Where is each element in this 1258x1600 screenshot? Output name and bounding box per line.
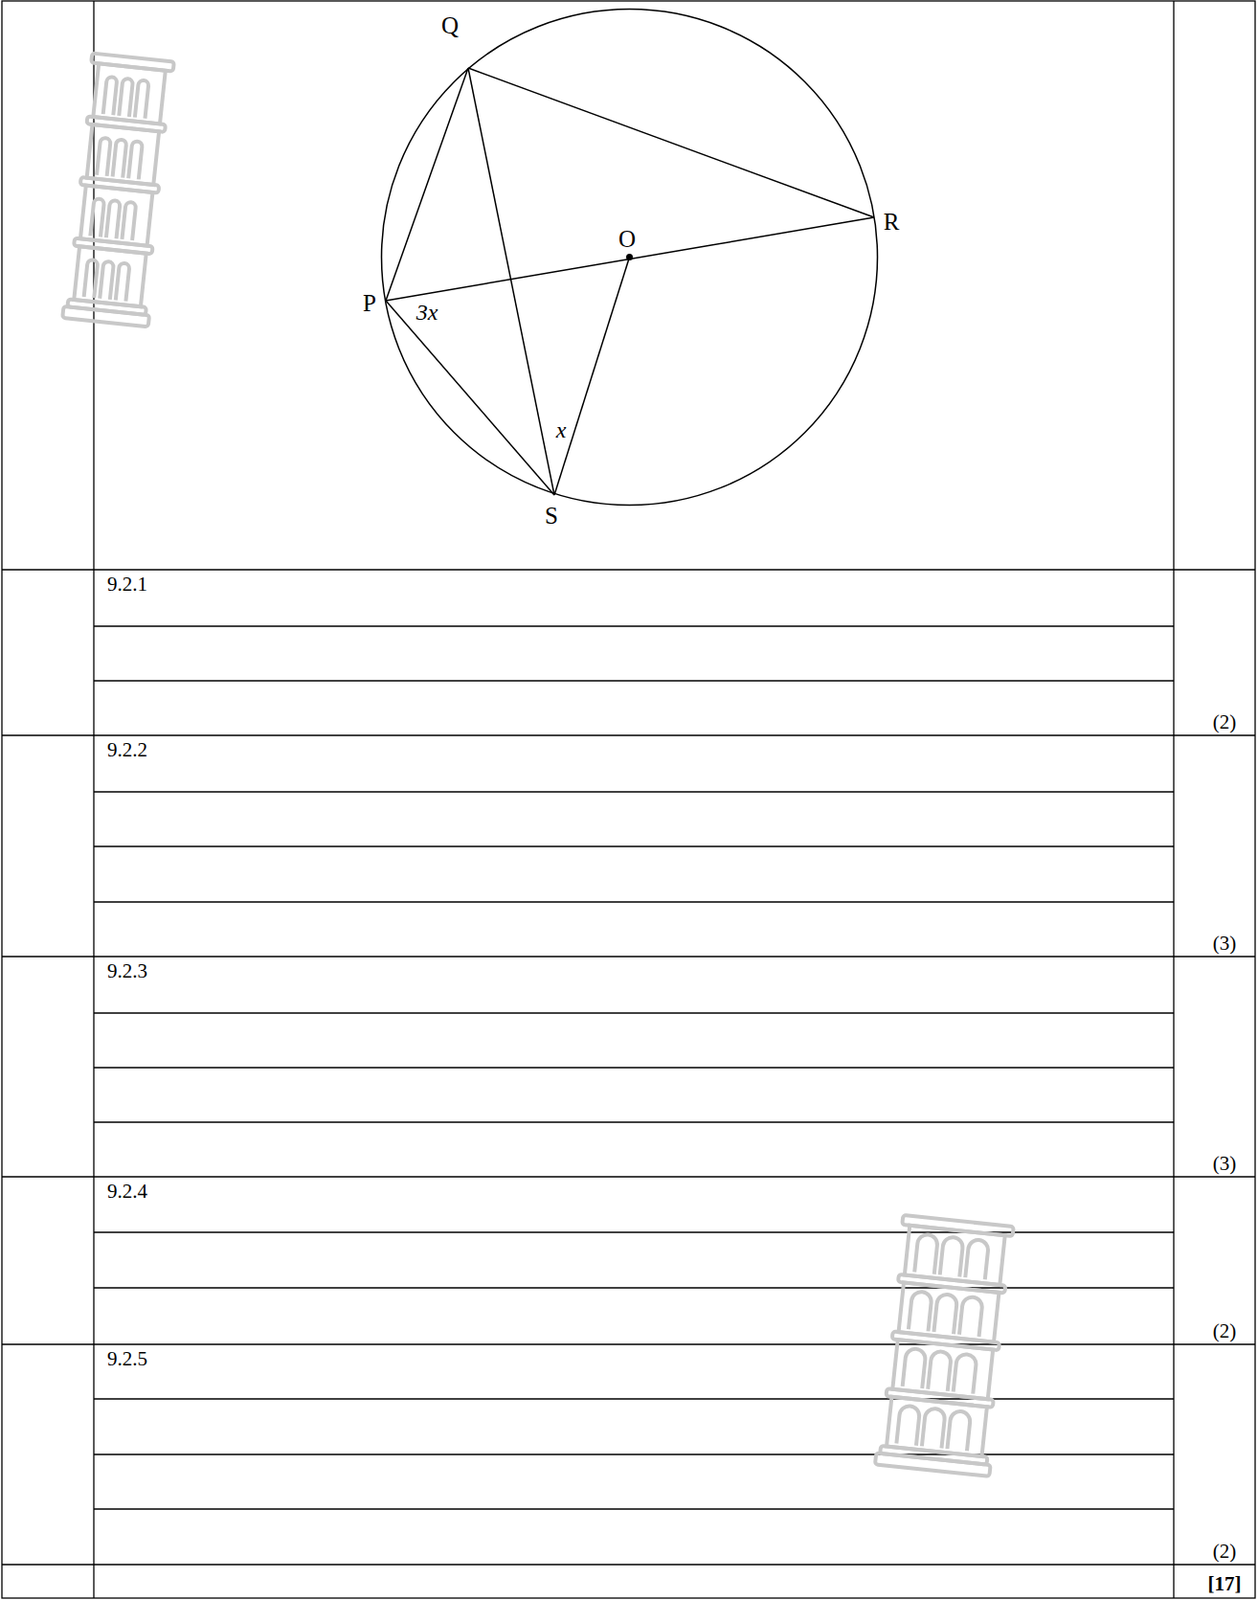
point-label: Q bbox=[441, 13, 459, 38]
row-rule bbox=[1, 1563, 1256, 1565]
mark-allocation: (2) bbox=[1213, 1541, 1237, 1562]
point-label: P bbox=[362, 291, 377, 315]
writing-line bbox=[93, 1286, 1174, 1288]
chord-line bbox=[468, 67, 555, 495]
writing-line bbox=[93, 1453, 1174, 1455]
writing-line bbox=[93, 679, 1174, 681]
question-number: 9.2.3 bbox=[107, 961, 148, 982]
row-rule bbox=[1, 1175, 1256, 1177]
writing-line bbox=[93, 1121, 1174, 1123]
centre-dot bbox=[626, 253, 633, 261]
mark-allocation: (3) bbox=[1213, 1153, 1237, 1174]
writing-line bbox=[93, 1507, 1174, 1509]
writing-line bbox=[93, 1397, 1174, 1399]
mark-allocation: (3) bbox=[1213, 933, 1237, 954]
writing-line bbox=[93, 790, 1174, 792]
point-label: R bbox=[883, 209, 900, 234]
column-rule bbox=[1172, 0, 1174, 1598]
chord-line bbox=[554, 257, 630, 495]
question-number: 9.2.4 bbox=[107, 1181, 148, 1202]
total-marks: [17] bbox=[1208, 1573, 1242, 1595]
question-number: 9.2.2 bbox=[107, 740, 148, 761]
point-label: O bbox=[618, 226, 636, 251]
row-rule bbox=[1, 568, 1256, 570]
chord-line bbox=[385, 300, 555, 495]
question-number: 9.2.5 bbox=[107, 1348, 148, 1370]
chord-line bbox=[468, 67, 875, 218]
writing-line bbox=[93, 845, 1174, 847]
point-label: S bbox=[544, 503, 559, 528]
mark-allocation: (2) bbox=[1213, 712, 1237, 733]
writing-line bbox=[93, 1066, 1174, 1068]
row-rule bbox=[1, 955, 1256, 957]
writing-line bbox=[93, 625, 1174, 627]
mark-allocation: (2) bbox=[1213, 1321, 1237, 1342]
question-number: 9.2.1 bbox=[107, 574, 148, 595]
angle-label: x bbox=[556, 418, 567, 442]
row-rule bbox=[1, 734, 1256, 736]
tower-watermark bbox=[875, 1214, 1016, 1477]
tower-watermark bbox=[62, 52, 177, 327]
row-rule bbox=[1, 1343, 1256, 1345]
chord-line bbox=[385, 217, 875, 301]
circle bbox=[381, 9, 878, 506]
circle-figure bbox=[381, 9, 878, 506]
writing-line bbox=[93, 1011, 1174, 1013]
writing-line bbox=[93, 900, 1174, 902]
angle-label: 3x bbox=[416, 300, 439, 324]
chord-line bbox=[385, 67, 469, 301]
